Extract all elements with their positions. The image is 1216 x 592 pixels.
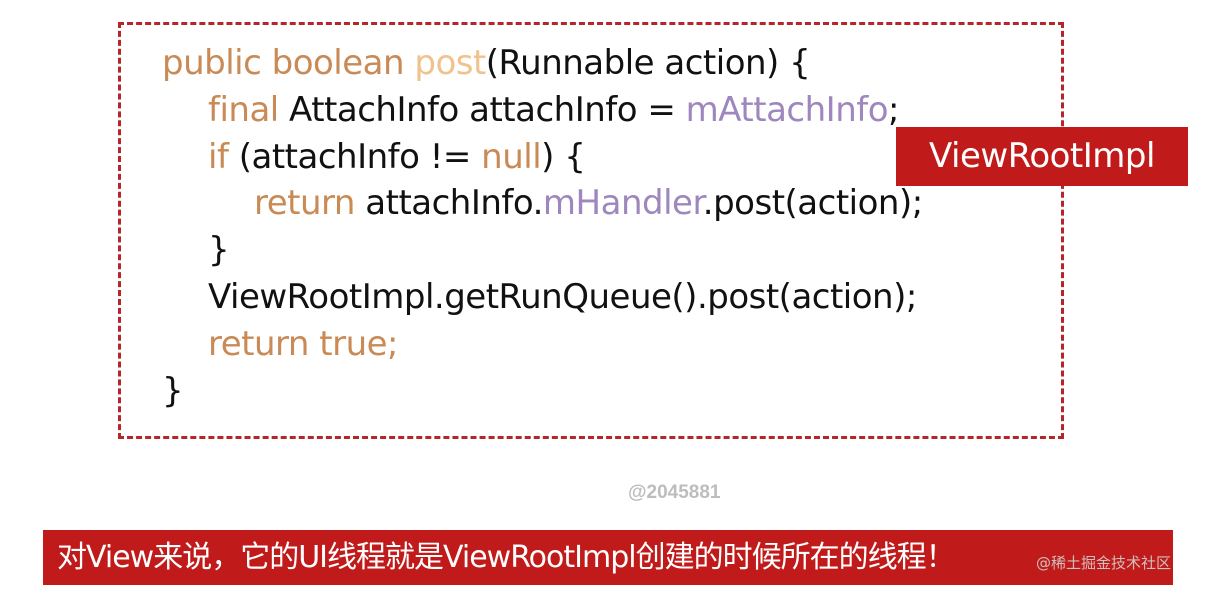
method-name: post (414, 43, 486, 83)
site-watermark: @稀土掘金技术社区 (1036, 554, 1172, 572)
code-frame (118, 22, 1064, 439)
code-line-8: } (162, 370, 184, 411)
code-text: (Runnable action) { (485, 43, 811, 83)
code-text: (attachInfo != (228, 136, 482, 177)
code-text: .post(action); (702, 183, 923, 224)
field: mAttachInfo (685, 89, 889, 130)
code-line-5: } (208, 230, 230, 271)
code-line-3: if (attachInfo != null) { (162, 134, 923, 181)
field: mHandler (542, 183, 703, 224)
keyword: if (208, 136, 229, 177)
keyword: public boolean (162, 43, 415, 83)
code-line-4: return attachInfo.mHandler.post(action); (162, 180, 923, 227)
user-watermark: @2045881 (628, 482, 721, 503)
code-line-2: final AttachInfo attachInfo = mAttachInf… (162, 87, 923, 134)
code-block: public boolean post(Runnable action) {fi… (162, 40, 923, 414)
code-line-1: public boolean post(Runnable action) { (162, 40, 923, 87)
keyword: return (254, 183, 355, 224)
keyword: null (481, 136, 542, 177)
viewrootimpl-label: ViewRootImpl (896, 127, 1188, 186)
code-line-7: return true; (208, 323, 398, 364)
keyword: final (208, 89, 279, 130)
subtitle-banner: 对View来说，它的UI线程就是ViewRootImpl创建的时候所在的线程！ (43, 530, 1173, 585)
code-text: attachInfo. (354, 183, 543, 224)
code-text: AttachInfo attachInfo = (278, 89, 686, 130)
code-text: ) { (541, 136, 586, 177)
code-line-6: ViewRootImpl.getRunQueue().post(action); (208, 276, 917, 317)
code-text: ; (888, 89, 899, 130)
